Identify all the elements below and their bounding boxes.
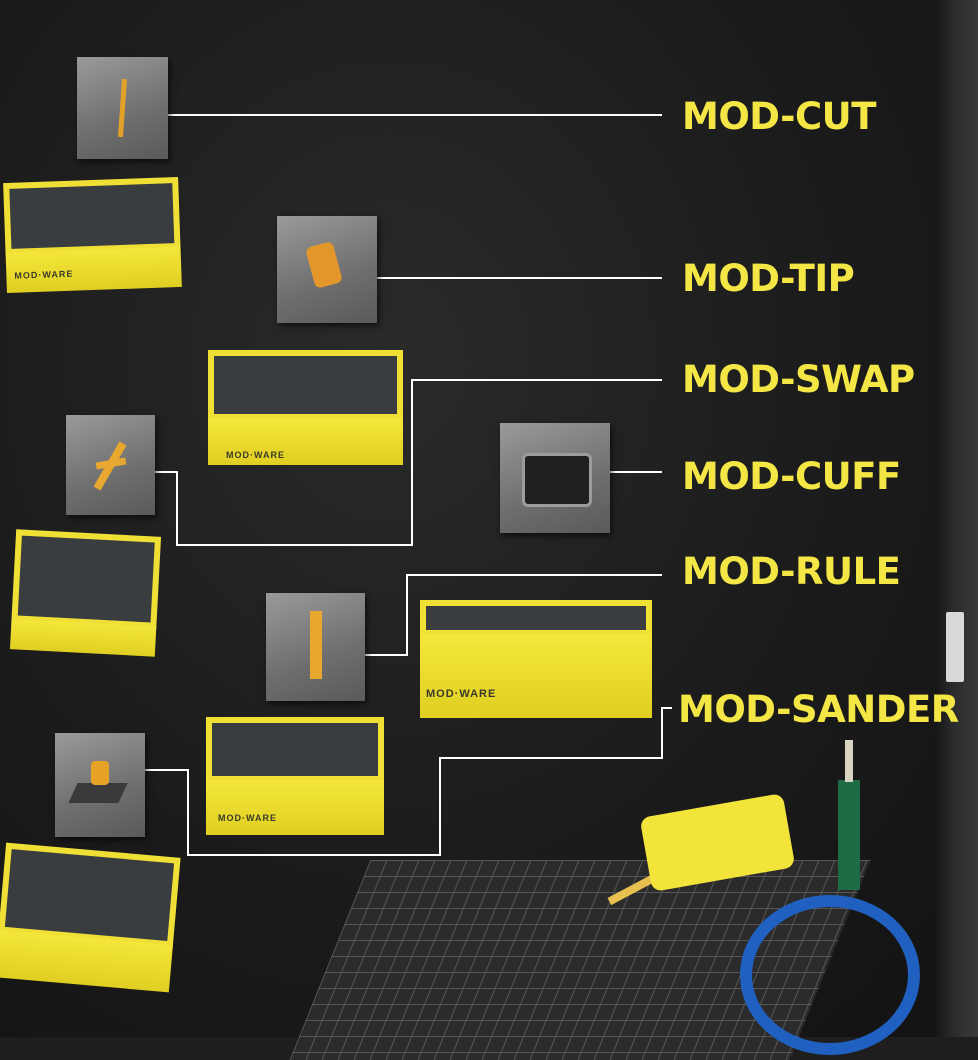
mod-swap-box: [9, 529, 162, 657]
mod-tip-box: MOD·WARE: [208, 350, 403, 465]
box-front: [420, 634, 652, 718]
blade-tool-image: [117, 78, 128, 138]
box-brand-label: MOD·WARE: [14, 268, 74, 281]
mod-sander-tray-box: MOD·WARE: [206, 717, 384, 835]
brush-holder: [838, 780, 860, 890]
sander-tool-handle: [91, 761, 109, 785]
sander-tool-image: [68, 783, 128, 803]
leader-line-mod-swap: [155, 379, 662, 546]
box-tray: [420, 600, 652, 636]
cuff-tool-image: [522, 453, 592, 507]
box-tray: [3, 176, 181, 256]
box-brand-label: MOD·WARE: [426, 688, 497, 700]
mod-swap-photo: [66, 415, 155, 515]
rule-tool-image: [310, 611, 322, 679]
label-mod-cuff: MOD-CUFF: [682, 455, 901, 498]
label-mod-rule: MOD-RULE: [682, 550, 901, 593]
leader-line-mod-rule: [365, 574, 662, 656]
label-mod-swap: MOD-SWAP: [682, 358, 915, 401]
mod-cut-photo: [77, 57, 168, 159]
mod-rule-box: MOD·WARE: [420, 600, 652, 718]
box-tray: [206, 717, 384, 782]
mod-sander-photo: [55, 733, 145, 837]
label-mod-tip: MOD-TIP: [682, 257, 855, 300]
box-tray: [11, 529, 162, 629]
mod-cuff-photo: [500, 423, 610, 533]
box-brand-label: MOD·WARE: [226, 450, 285, 460]
mod-sander-box: [0, 842, 181, 993]
box-brand-label: MOD·WARE: [218, 813, 277, 823]
light-switch-plate: [946, 612, 964, 682]
leader-line-mod-sander: [145, 707, 672, 856]
leader-lines: [145, 114, 672, 856]
box-front: [206, 780, 384, 835]
wall-edge: [935, 0, 978, 1037]
label-mod-sander: MOD-SANDER: [678, 688, 959, 731]
mod-tip-photo: [277, 216, 377, 323]
label-mod-cut: MOD-CUT: [682, 95, 876, 138]
mod-rule-photo: [266, 593, 365, 701]
tip-tool-image: [305, 241, 343, 289]
brush-tip: [845, 740, 853, 782]
box-tray: [208, 350, 403, 420]
box-front: [208, 418, 403, 465]
mod-cut-box: MOD·WARE: [3, 176, 182, 294]
tape-roll: [740, 895, 920, 1055]
